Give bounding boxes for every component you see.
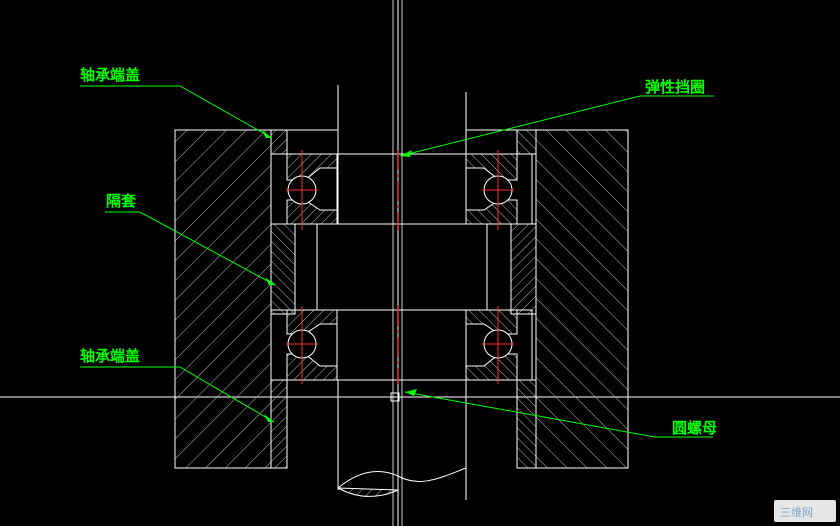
leader-arrowheads (262, 130, 417, 422)
housing-left (174, 129, 272, 469)
label-bearing-cover-bottom: 轴承端盖 (80, 347, 140, 365)
label-round-nut: 圆螺母 (672, 419, 717, 437)
centerlines (286, 150, 514, 384)
bearing-upper-left (270, 153, 338, 225)
bearing-lower-right (465, 309, 533, 381)
label-bearing-cover-top: 轴承端盖 (80, 66, 140, 84)
bearing-lower-left (270, 309, 338, 381)
bearing-upper-right (465, 153, 533, 225)
shaft (287, 0, 517, 526)
bearing-cover-top (270, 129, 537, 155)
label-spacer: 隔套 (106, 192, 137, 210)
leader-lines (80, 85, 714, 438)
watermark: 三维网 (774, 500, 836, 522)
spacer-sleeve (270, 223, 537, 315)
housing-right (535, 129, 629, 469)
label-circlip: 弹性挡圈 (645, 78, 705, 96)
watermark-text: 三维网 (780, 506, 813, 519)
bearing-cover-bottom (270, 379, 537, 469)
